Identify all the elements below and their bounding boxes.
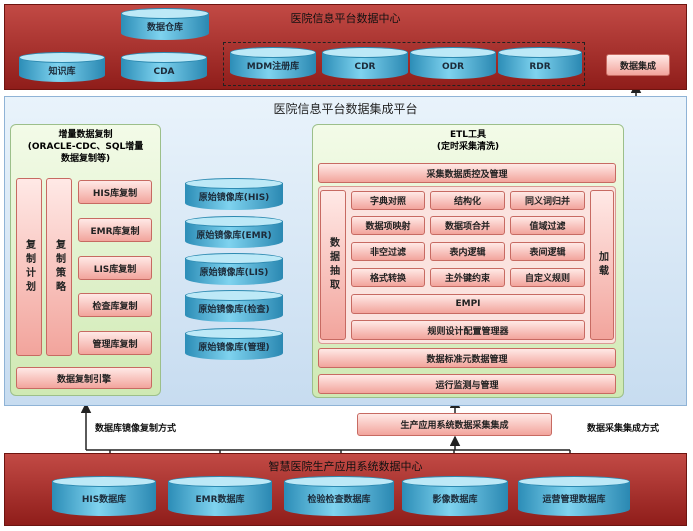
mirror-his: 原始镜像库(HIS)	[185, 178, 283, 210]
emr-database: EMR数据库	[168, 476, 272, 516]
image-database: 影像数据库	[402, 476, 508, 516]
monitor-box: 运行监测与管理	[318, 374, 616, 394]
knowledge-db: 知识库	[19, 52, 105, 82]
mdm-db: MDM注册库	[230, 47, 316, 79]
load-box: 加载	[590, 190, 614, 340]
rule-range-filter: 值域过滤	[510, 216, 585, 235]
cda-db: CDA	[121, 52, 207, 82]
ops-database: 运营管理数据库	[518, 476, 630, 516]
rule-structure: 结构化	[430, 191, 505, 210]
rule-format: 格式转换	[351, 268, 425, 287]
rdr-db: RDR	[498, 47, 582, 79]
lab-exam-database: 检验检查数据库	[284, 476, 394, 516]
rule-null-filter: 非空过滤	[351, 242, 425, 261]
rule-item-map: 数据项映射	[351, 216, 425, 235]
mirror-exam: 原始镜像库(检查)	[185, 290, 283, 322]
rule-table-logic: 表内逻辑	[430, 242, 505, 261]
rules-manager-box: 规则设计配置管理器	[351, 320, 585, 340]
mirror-lis: 原始镜像库(LIS)	[185, 253, 283, 285]
mirror-method-label: 数据库镜像复制方式	[95, 424, 177, 434]
production-integration-box: 生产应用系统数据采集集成	[357, 413, 552, 436]
mgmt-copy-box: 管理库复制	[78, 331, 152, 355]
rule-key-constraint: 主外键约束	[430, 268, 505, 287]
rule-dict-map: 字典对照	[351, 191, 425, 210]
quality-box: 采集数据质控及管理	[318, 163, 616, 183]
platform-title: 医院信息平台数据集成平台	[273, 102, 418, 116]
etl-title: ETL工具 (定时采集清洗)	[436, 130, 500, 152]
collect-method-label: 数据采集集成方式	[587, 424, 660, 434]
cdr-db: CDR	[322, 47, 408, 79]
rule-cross-logic: 表间逻辑	[510, 242, 585, 261]
copy-engine-box: 数据复制引擎	[16, 367, 152, 389]
metadata-box: 数据标准元数据管理	[318, 348, 616, 368]
rule-custom: 自定义规则	[510, 268, 585, 287]
his-database: HIS数据库	[52, 476, 156, 516]
etl-process-area	[318, 186, 616, 344]
core-db-group	[223, 42, 585, 86]
lis-copy-box: LIS库复制	[78, 256, 152, 280]
data-warehouse: 数据仓库	[121, 8, 209, 40]
mirror-emr: 原始镜像库(EMR)	[185, 216, 283, 248]
empi-box: EMPI	[351, 294, 585, 314]
extract-box: 数据抽取	[320, 190, 346, 340]
mirror-mgmt: 原始镜像库(管理)	[185, 328, 283, 360]
his-copy-box: HIS库复制	[78, 180, 152, 204]
odr-db: ODR	[410, 47, 496, 79]
data-center-title: 医院信息平台数据中心	[290, 12, 401, 25]
production-center-title: 智慧医院生产应用系统数据中心	[268, 460, 423, 473]
copy-strategy-box: 复制策略	[46, 178, 72, 356]
exam-copy-box: 检查库复制	[78, 293, 152, 317]
incremental-copy-title: 增量数据复制 (ORACLE-CDC、SQL增量 数据复制等)	[27, 130, 144, 164]
emr-copy-box: EMR库复制	[78, 218, 152, 242]
rule-synonym: 同义词归并	[510, 191, 585, 210]
copy-plan-box: 复制计划	[16, 178, 42, 356]
data-integration-box: 数据集成	[606, 54, 670, 76]
rule-item-merge: 数据项合并	[430, 216, 505, 235]
